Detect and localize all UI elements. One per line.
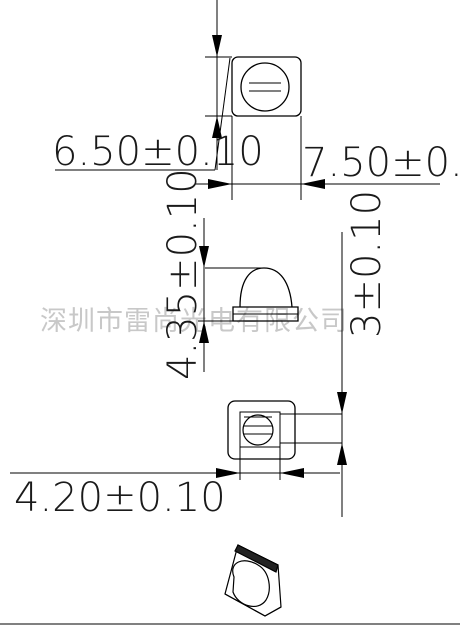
top-height-label: 6.50±0.10 <box>52 129 264 175</box>
side-height-label: 4.35±0.10 <box>160 168 206 380</box>
bottom-width-arrow-left <box>216 468 240 478</box>
side-height-arrow-down <box>199 321 209 343</box>
bottom-width-arrow-right <box>280 468 304 478</box>
perspective-view <box>224 544 282 617</box>
side-height-dimension <box>198 218 233 372</box>
side-total-arrow-up <box>337 443 347 465</box>
bottom-extension-lines <box>239 413 342 480</box>
side-height-arrow-up <box>199 246 209 268</box>
bottom-width-label: 4.20±0.10 <box>14 475 226 521</box>
top-view <box>231 56 302 117</box>
top-height-arrow-down <box>212 116 222 138</box>
top-width-arrow-left <box>208 179 232 189</box>
top-width-label: 7.50±0.10 <box>302 140 460 186</box>
side-total-arrow-down <box>337 392 347 414</box>
top-height-arrow-up <box>212 35 222 57</box>
side-view <box>205 267 299 322</box>
side-total-label: 3±0.10 <box>344 190 390 338</box>
top-height-dimension <box>55 0 302 200</box>
top-width-arrow-right <box>301 179 325 189</box>
bottom-view <box>227 400 296 460</box>
